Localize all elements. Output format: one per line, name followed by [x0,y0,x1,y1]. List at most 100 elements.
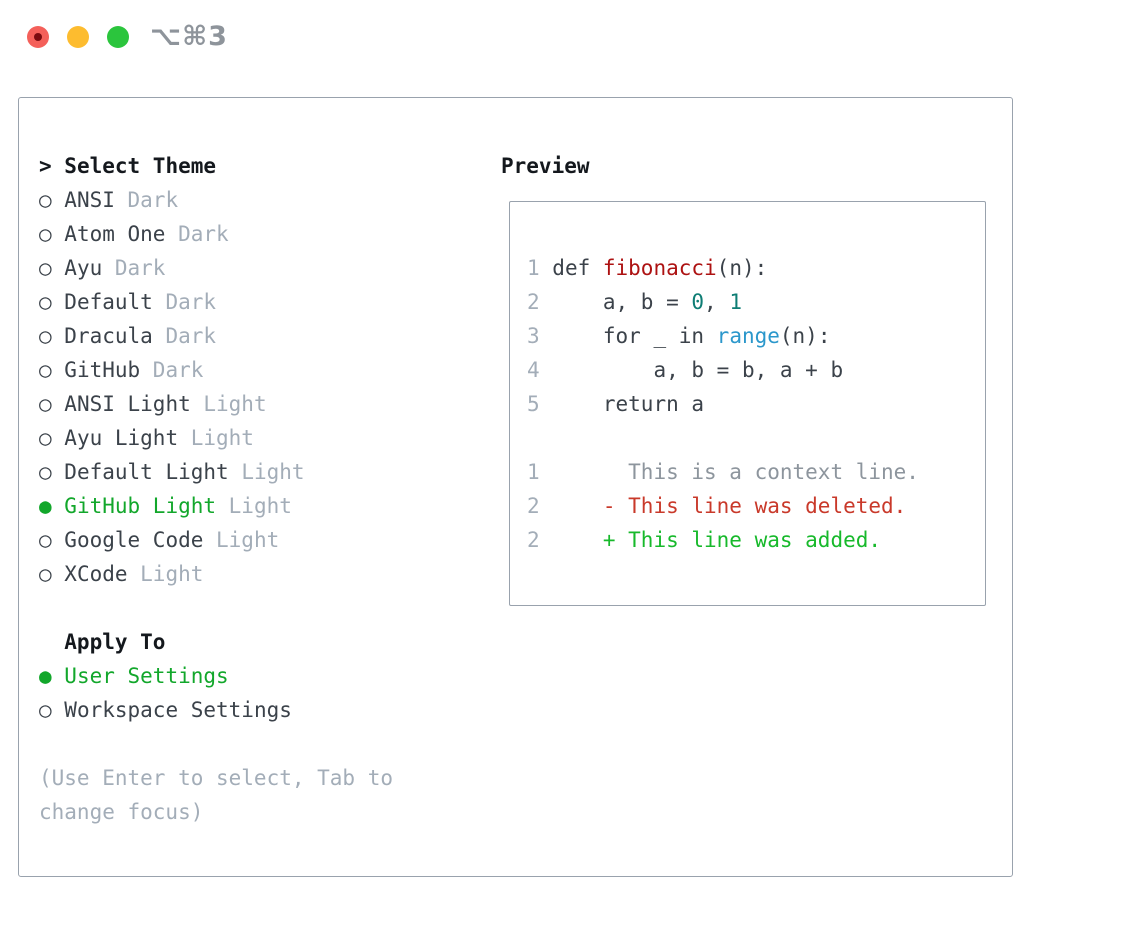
apply-to-header: Apply To [64,630,166,654]
theme-option-label: ANSI [64,188,115,212]
theme-option-label: Default [64,290,153,314]
theme-variant-label: Light [203,528,280,552]
token-gutter: 2 [527,528,553,552]
theme-option-label: Google Code [64,528,204,552]
radio-unselected-icon: ○ [39,222,65,246]
token-code: (n): [716,256,768,280]
apply-to-list: ● User Settings○ Workspace Settings [39,659,501,727]
radio-unselected-icon: ○ [39,460,65,484]
radio-selected-icon: ● [39,664,65,688]
token-gutter: 3 [527,324,553,348]
token-gutter: 2 [527,494,553,518]
theme-option-atom-one[interactable]: ○ Atom One Dark [39,217,501,251]
theme-option-label: Ayu Light [64,426,179,450]
token-gutter: 1 [527,460,553,484]
apply-option-label: Workspace Settings [64,698,292,722]
token-code: return a [552,392,705,416]
radio-unselected-icon: ○ [39,358,65,382]
theme-picker-dialog: > Select Theme ○ ANSI Dark○ Atom One Dar… [18,97,1013,877]
theme-option-label: Ayu [64,256,103,280]
token-code: a, b = b, a + b [552,358,844,382]
cursor-prefix-icon: > [39,154,65,178]
theme-variant-label: Dark [102,256,166,280]
token-del: - This line was deleted. [602,494,907,518]
token-code: a, b = [552,290,692,314]
preview-line-5: 5 return a [527,387,985,421]
theme-variant-label: Light [178,426,254,450]
token-func: fibonacci [602,256,717,280]
token-code: for _ in [552,324,717,348]
theme-option-label: GitHub Light [64,494,217,518]
minimize-button[interactable] [67,26,89,48]
token-code [552,494,603,518]
theme-variant-label: Dark [165,222,229,246]
preview-line-2: 2 a, b = 0, 1 [527,285,985,319]
theme-option-github-light[interactable]: ● GitHub Light Light [39,489,501,523]
apply-option-user-settings[interactable]: ● User Settings [39,659,501,693]
radio-unselected-icon: ○ [39,188,65,212]
select-theme-header: > Select Theme [39,149,501,183]
theme-variant-label: Light [190,392,267,416]
theme-option-dracula[interactable]: ○ Dracula Dark [39,319,501,353]
theme-option-label: Default Light [64,460,229,484]
theme-option-default-light[interactable]: ○ Default Light Light [39,455,501,489]
preview-line-7: 1 This is a context line. [527,455,985,489]
theme-variant-label: Light [228,460,305,484]
preview-line-4: 4 a, b = b, a + b [527,353,985,387]
token-num: 0 [691,290,705,314]
preview-line-8: 2 - This line was deleted. [527,489,985,523]
radio-unselected-icon: ○ [39,698,65,722]
theme-list-column: > Select Theme ○ ANSI Dark○ Atom One Dar… [39,149,501,876]
token-gutter: 1 [527,256,553,280]
theme-variant-label: Dark [114,188,179,212]
preview-line-9: 2 + This line was added. [527,523,985,557]
token-gutter: 4 [527,358,553,382]
token-num: 1 [729,290,742,314]
theme-option-ansi-light[interactable]: ○ ANSI Light Light [39,387,501,421]
theme-option-label: Atom One [64,222,166,246]
token-context: This is a context line. [552,460,919,484]
theme-option-ayu[interactable]: ○ Ayu Dark [39,251,501,285]
radio-unselected-icon: ○ [39,290,65,314]
theme-variant-label: Dark [140,358,204,382]
theme-option-ansi[interactable]: ○ ANSI Dark [39,183,501,217]
token-gutter: 5 [527,392,553,416]
theme-variant-label: Dark [152,324,217,348]
window-shortcut-label: ⌥⌘3 [150,21,228,52]
radio-unselected-icon: ○ [39,426,65,450]
token-code: def [552,256,603,280]
radio-selected-icon: ● [39,494,65,518]
close-button[interactable] [27,26,49,48]
preview-line-6 [527,421,985,455]
theme-variant-label: Light [216,494,292,518]
token-gutter: 2 [527,290,553,314]
traffic-lights [27,26,129,48]
token-code [552,528,603,552]
radio-unselected-icon: ○ [39,528,65,552]
token-code: (n): [779,324,831,348]
radio-unselected-icon: ○ [39,324,65,348]
close-dot-icon [34,33,42,41]
radio-unselected-icon: ○ [39,562,65,586]
preview-line-3: 3 for _ in range(n): [527,319,985,353]
theme-option-github[interactable]: ○ GitHub Dark [39,353,501,387]
theme-variant-label: Dark [152,290,217,314]
zoom-button[interactable] [107,26,129,48]
theme-option-ayu-light[interactable]: ○ Ayu Light Light [39,421,501,455]
theme-option-label: XCode [64,562,128,586]
theme-option-default[interactable]: ○ Default Dark [39,285,501,319]
hint-text: (Use Enter to select, Tab to change focu… [39,766,394,824]
theme-option-xcode[interactable]: ○ XCode Light [39,557,501,591]
theme-variant-label: Light [127,562,204,586]
titlebar: ⌥⌘3 [0,0,1140,97]
token-add: + This line was added. [602,528,882,552]
token-builtin: range [716,324,780,348]
theme-option-label: ANSI Light [64,392,191,416]
theme-option-google-code[interactable]: ○ Google Code Light [39,523,501,557]
apply-option-workspace-settings[interactable]: ○ Workspace Settings [39,693,501,727]
apply-option-label: User Settings [64,664,229,688]
theme-list: ○ ANSI Dark○ Atom One Dark○ Ayu Dark○ De… [39,183,501,591]
preview-column: Preview 1 def fibonacci(n):2 a, b = 0, 1… [501,149,986,876]
